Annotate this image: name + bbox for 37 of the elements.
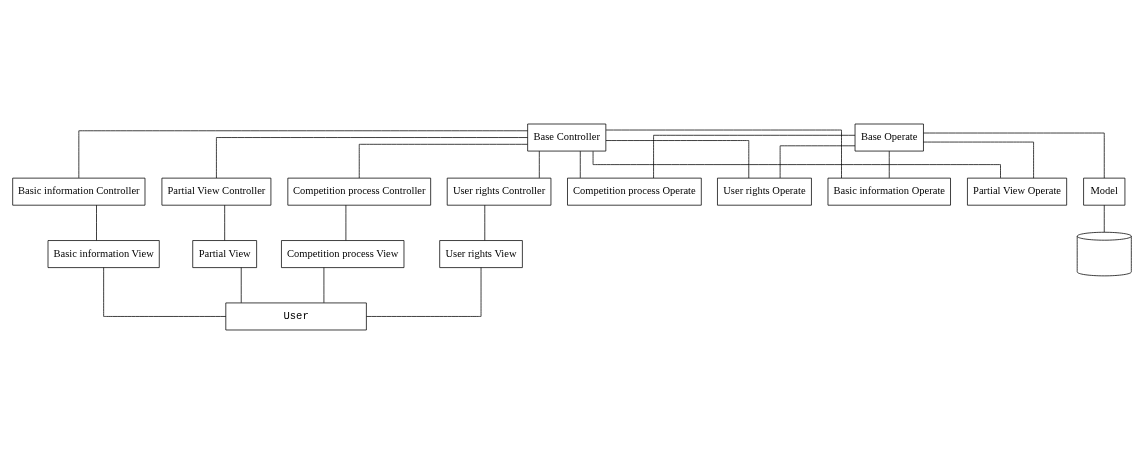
node-box: Partial View (192, 239, 257, 268)
connector (579, 150, 581, 178)
node-box: Basic information Controller (12, 177, 146, 206)
node-box: Partial View Controller (161, 177, 272, 206)
node-box: Base Controller (527, 123, 607, 151)
connector (358, 143, 528, 178)
connector (923, 132, 1105, 178)
connector (323, 266, 325, 303)
connector (78, 129, 528, 178)
connector (366, 266, 482, 317)
node-box: Base Operate (854, 123, 924, 151)
connector (538, 150, 540, 178)
connector (345, 204, 347, 241)
connector (888, 150, 890, 178)
node-box: Competition process View (281, 239, 405, 268)
connector (240, 266, 242, 303)
node-box: User rights Operate (717, 177, 812, 206)
connector (653, 134, 856, 178)
connector (224, 204, 226, 241)
connector (605, 129, 842, 178)
node-box: Partial View Operate (967, 177, 1068, 206)
connector (96, 204, 97, 241)
node-box: Competition process Operate (567, 177, 702, 206)
connector (779, 144, 856, 178)
connector (216, 136, 528, 178)
node-box: User rights Controller (446, 177, 552, 206)
node-box: Model (1083, 177, 1126, 206)
connector (605, 139, 750, 178)
connector (923, 141, 1034, 178)
connector (103, 266, 227, 317)
node-box: User (225, 302, 367, 330)
node-box: User rights View (439, 239, 523, 268)
node-box: Basic information View (47, 239, 160, 268)
connector (1103, 204, 1105, 233)
node-box: Basic information Operate (827, 177, 951, 206)
node-box: Competition process Controller (287, 177, 432, 206)
connector (484, 204, 486, 241)
